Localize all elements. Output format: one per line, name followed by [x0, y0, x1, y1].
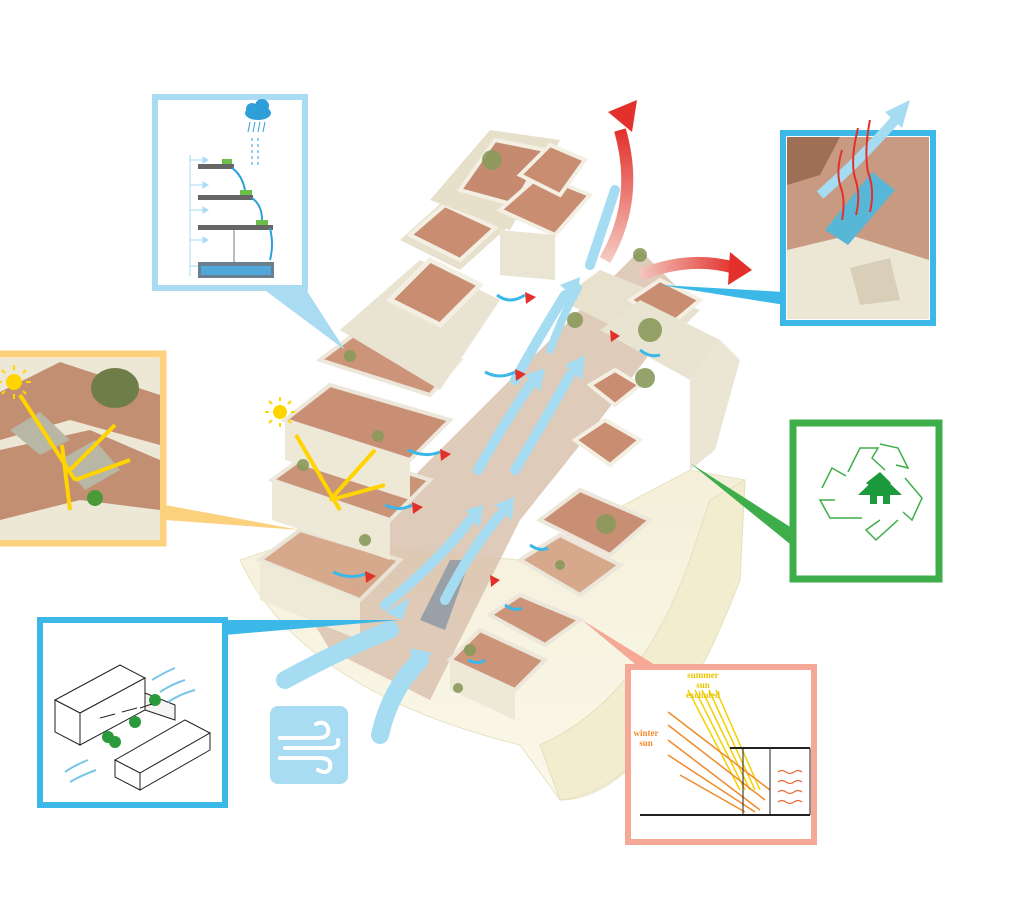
sun-leader [165, 505, 300, 530]
small-hot-arrows [365, 292, 620, 587]
tree-icon [297, 459, 309, 471]
summer-sun-label-1: summer [687, 670, 719, 680]
shading-leader [582, 620, 660, 668]
heat-waves [777, 769, 803, 805]
central-towers [340, 130, 594, 390]
exhaust-arrow-right-head [728, 252, 752, 285]
tree-icon [638, 318, 662, 342]
winter-sun-label-2: sun [639, 738, 653, 748]
tree-icon [555, 560, 565, 570]
cloud-rain-icon [245, 99, 271, 165]
heat-waves [837, 119, 874, 221]
exhaust-arrow-up [599, 128, 634, 264]
tree-icon [372, 430, 384, 442]
rainwater-section [189, 155, 274, 278]
podium-side [539, 479, 746, 801]
recycle-callout [690, 419, 943, 583]
wind-icon [278, 720, 341, 775]
airflow-cool-heads [385, 277, 585, 672]
sun-callout [0, 350, 300, 547]
tree-icon [359, 534, 371, 546]
courtyard [300, 250, 690, 700]
tree-icon [567, 312, 583, 328]
thermal-leader [660, 285, 785, 305]
recycle-leader [690, 463, 795, 548]
ventilation-sketch [53, 664, 212, 791]
sun-rays [294, 433, 386, 512]
thermal-callout [660, 100, 936, 326]
summer-sun-label-2: sun [696, 680, 710, 690]
rainwater-callout [152, 94, 345, 350]
winter-sun-label-1: winter [634, 728, 659, 738]
sun-icon [0, 365, 31, 399]
exhaust-arrow-up-head [608, 100, 637, 132]
wind-badge [270, 706, 348, 784]
building-section [640, 747, 811, 816]
small-airflow-arrows [332, 293, 661, 664]
tree-icon [453, 683, 463, 693]
summer-sun-label-3: excluded [686, 690, 720, 700]
tree-icon [464, 644, 476, 656]
ventilation-callout [37, 617, 400, 808]
shading-callout: summer sun excluded winter sun [582, 620, 817, 845]
airflow-cool [276, 185, 620, 744]
summer-sun-rays [687, 689, 761, 791]
sun-icon [265, 397, 295, 427]
tree-icon [635, 368, 655, 388]
wind-arrows [64, 667, 196, 783]
tree-icon [344, 350, 356, 362]
tree-icon [596, 514, 616, 534]
recycle-house-icon [818, 443, 923, 542]
ventilation-leader [225, 620, 400, 635]
tree-icon [633, 248, 647, 262]
tree-icon [482, 150, 502, 170]
tree-icon [102, 694, 161, 748]
exhaust-arrow-right [637, 256, 737, 281]
winter-sun-rays [667, 711, 771, 813]
vegetation [297, 150, 662, 693]
rainwater-leader [262, 288, 345, 350]
